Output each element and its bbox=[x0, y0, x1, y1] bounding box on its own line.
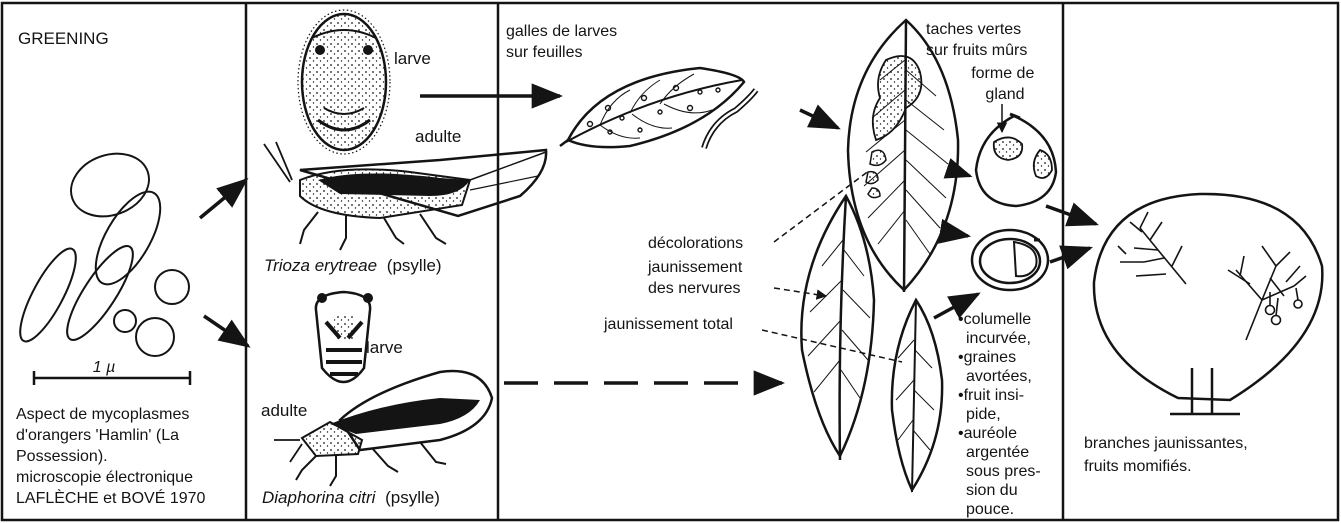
galls-line: galles de larves bbox=[506, 23, 617, 40]
mycoplasma-cell bbox=[10, 242, 85, 348]
acorn-line: gland bbox=[985, 86, 1024, 103]
symptom-line: •graines bbox=[958, 349, 1016, 366]
diaphorina-suffix: (psylle) bbox=[385, 488, 440, 507]
symptom-line: pide, bbox=[966, 406, 1001, 423]
panel1-caption: Aspect de mycoplasmes d'orangers 'Hamlin… bbox=[16, 406, 206, 507]
decoloration-label: décolorations bbox=[648, 235, 743, 252]
tree bbox=[1094, 194, 1322, 414]
caption-line: microscopie électronique bbox=[16, 469, 193, 486]
symptoms-list: •columelle incurvée, •graines avortées, … bbox=[958, 311, 1045, 518]
tree-caption: branches jaunissantes, fruits momifiés. bbox=[1084, 435, 1252, 475]
caption-line: LAFLÈCHE et BOVÉ 1970 bbox=[16, 488, 206, 507]
vein-yellowing-line: des nervures bbox=[648, 280, 741, 297]
green-spots-line: sur fruits mûrs bbox=[926, 42, 1027, 59]
trioza-larva bbox=[298, 10, 390, 154]
symptom-line: pouce. bbox=[966, 501, 1014, 518]
total-yellowing-leader bbox=[762, 330, 902, 362]
total-yellowing-leaf bbox=[892, 300, 942, 492]
scale-label: 1 µ bbox=[93, 359, 116, 376]
arrow-to-diaphorina bbox=[204, 316, 248, 346]
symptom-line: •auréole bbox=[958, 425, 1017, 442]
mycoplasma-cell bbox=[114, 310, 136, 332]
caption-line: d'orangers 'Hamlin' (La bbox=[16, 427, 179, 444]
diaphorina-larva-label: larve bbox=[366, 338, 403, 357]
diaphorina-larva bbox=[316, 292, 373, 382]
vein-yellowing-line: jaunissement bbox=[647, 259, 743, 276]
acorn-line: forme de bbox=[971, 65, 1034, 82]
green-spots-line: taches vertes bbox=[926, 21, 1021, 38]
symptom-line: argentée bbox=[966, 444, 1029, 461]
mycoplasma-cell bbox=[136, 318, 174, 356]
mycoplasma-cell bbox=[62, 143, 158, 227]
decolored-leaf bbox=[848, 20, 958, 292]
diaphorina-species: Diaphorina citri bbox=[262, 488, 377, 507]
spotted-fruit bbox=[976, 114, 1056, 206]
trioza-suffix: (psylle) bbox=[387, 256, 442, 275]
total-yellowing-label: jaunissement total bbox=[603, 316, 733, 333]
title: GREENING bbox=[18, 29, 109, 48]
mycoplasma-cell bbox=[83, 182, 173, 294]
symptom-line: incurvée, bbox=[966, 330, 1031, 347]
tree-caption-line: branches jaunissantes, bbox=[1084, 435, 1248, 452]
yellowing-branches bbox=[1118, 212, 1306, 340]
arrow-to-spotted-fruit bbox=[952, 170, 970, 176]
caption-line: Possession). bbox=[16, 448, 108, 465]
diaphorina-adult-label: adulte bbox=[261, 401, 307, 420]
caption-line: Aspect de mycoplasmes bbox=[16, 406, 189, 423]
diaphorina-name: Diaphorina citri (psylle) bbox=[262, 488, 440, 507]
trioza-adult-label: adulte bbox=[415, 127, 461, 146]
symptom-line: sion du bbox=[966, 482, 1018, 499]
mycoplasma-cell bbox=[155, 270, 189, 304]
galls-line: sur feuilles bbox=[506, 44, 582, 61]
trioza-name: Trioza erytreae (psylle) bbox=[264, 256, 442, 275]
cut-fruit bbox=[972, 230, 1048, 290]
gall-leaf bbox=[560, 68, 756, 148]
symptom-line: •columelle bbox=[958, 311, 1031, 328]
arrow-to-tree-lower bbox=[1050, 248, 1090, 262]
vein-yellowing-leaf bbox=[801, 196, 874, 460]
acorn-label: forme de gland bbox=[971, 65, 1039, 103]
mycoplasma-cells bbox=[10, 143, 189, 356]
vein-yellowing-label: jaunissement des nervures bbox=[647, 259, 747, 297]
arrow-to-leaf bbox=[800, 110, 838, 128]
trioza-larva-label: larve bbox=[394, 49, 431, 68]
green-spots-label: taches vertes sur fruits mûrs bbox=[926, 21, 1027, 59]
mummified-fruits bbox=[1266, 288, 1303, 325]
tree-caption-line: fruits momifiés. bbox=[1084, 458, 1192, 475]
diaphorina-adult bbox=[274, 371, 492, 486]
symptom-line: •fruit insi- bbox=[958, 387, 1024, 404]
arrow-to-tree-upper bbox=[1046, 206, 1096, 224]
trioza-adult bbox=[264, 142, 546, 250]
galls-label: galles de larves sur feuilles bbox=[506, 23, 622, 61]
trioza-species: Trioza erytreae bbox=[264, 256, 377, 275]
vein-yellowing-leader bbox=[774, 288, 826, 296]
arrow-to-cut-fruit bbox=[944, 232, 968, 236]
arrow-to-trioza bbox=[200, 180, 246, 218]
symptom-line: avortées, bbox=[966, 368, 1032, 385]
symptom-line: sous pres- bbox=[966, 463, 1041, 480]
